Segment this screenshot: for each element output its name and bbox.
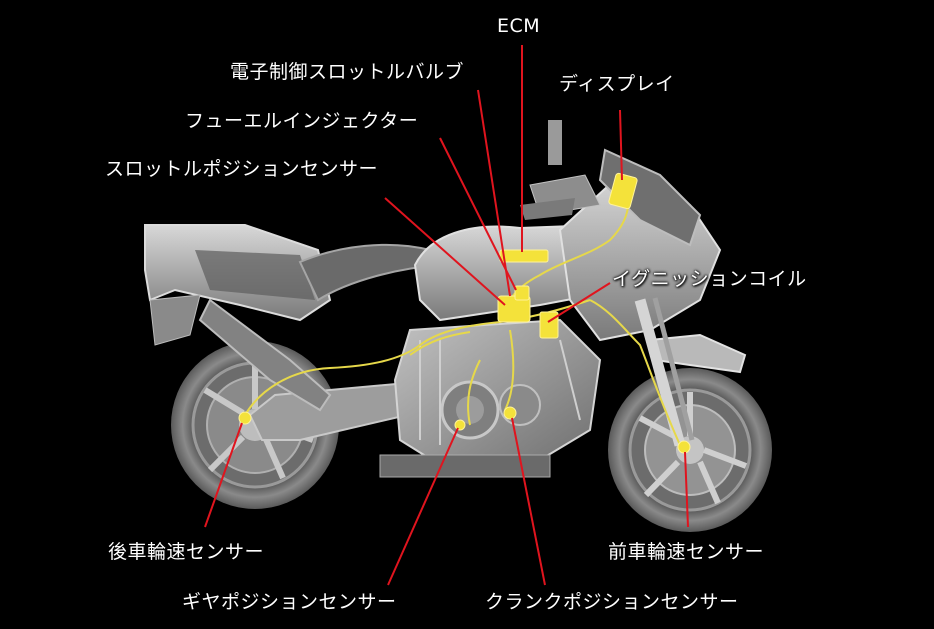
- leader-front-wheel-sensor: [684, 451, 689, 528]
- crank-sensor-unit: [503, 406, 517, 420]
- front-fork: [634, 297, 695, 447]
- label-crank-position-sensor: クランクポジションセンサー: [485, 591, 739, 613]
- ignition-coil-unit: [539, 311, 559, 339]
- leader-ignition-coil: [547, 282, 611, 323]
- leader-lines: [204, 45, 689, 586]
- ecm-unit: [499, 249, 549, 263]
- leader-rear-wheel-sensor: [204, 422, 243, 528]
- label-rear-wheel-speed-sensor: 後車輪速センサー: [108, 541, 265, 563]
- rear-wheel-sensor-unit: [238, 411, 252, 425]
- leader-tps: [384, 197, 506, 306]
- throttle-body: [497, 295, 531, 323]
- label-gear-position-sensor: ギヤポジションセンサー: [182, 591, 397, 613]
- leader-injector: [439, 137, 517, 291]
- label-ignition-coil: イグニッションコイル: [612, 268, 807, 290]
- leader-crank-sensor: [511, 417, 546, 586]
- front-wheel-sensor-unit: [677, 440, 691, 454]
- injector: [514, 285, 530, 301]
- label-ecm: ECM: [497, 15, 541, 37]
- gear-position-sensor-unit: [454, 419, 466, 431]
- label-display: ディスプレイ: [559, 73, 675, 95]
- leader-gear-position-sensor: [387, 427, 459, 586]
- label-throttle-position-sensor: スロットルポジションセンサー: [105, 158, 379, 180]
- front-wheel: [608, 368, 772, 532]
- leader-throttle-valve: [477, 89, 511, 297]
- windscreen: [598, 148, 702, 247]
- display-unit: [608, 172, 638, 210]
- handlebar: [520, 120, 601, 220]
- label-front-wheel-speed-sensor: 前車輪速センサー: [608, 541, 765, 563]
- label-electronic-throttle-valve: 電子制御スロットルバルブ: [230, 61, 465, 83]
- leader-display: [619, 109, 623, 181]
- exhaust: [198, 298, 332, 412]
- label-fuel-injector: フューエルインジェクター: [185, 110, 419, 132]
